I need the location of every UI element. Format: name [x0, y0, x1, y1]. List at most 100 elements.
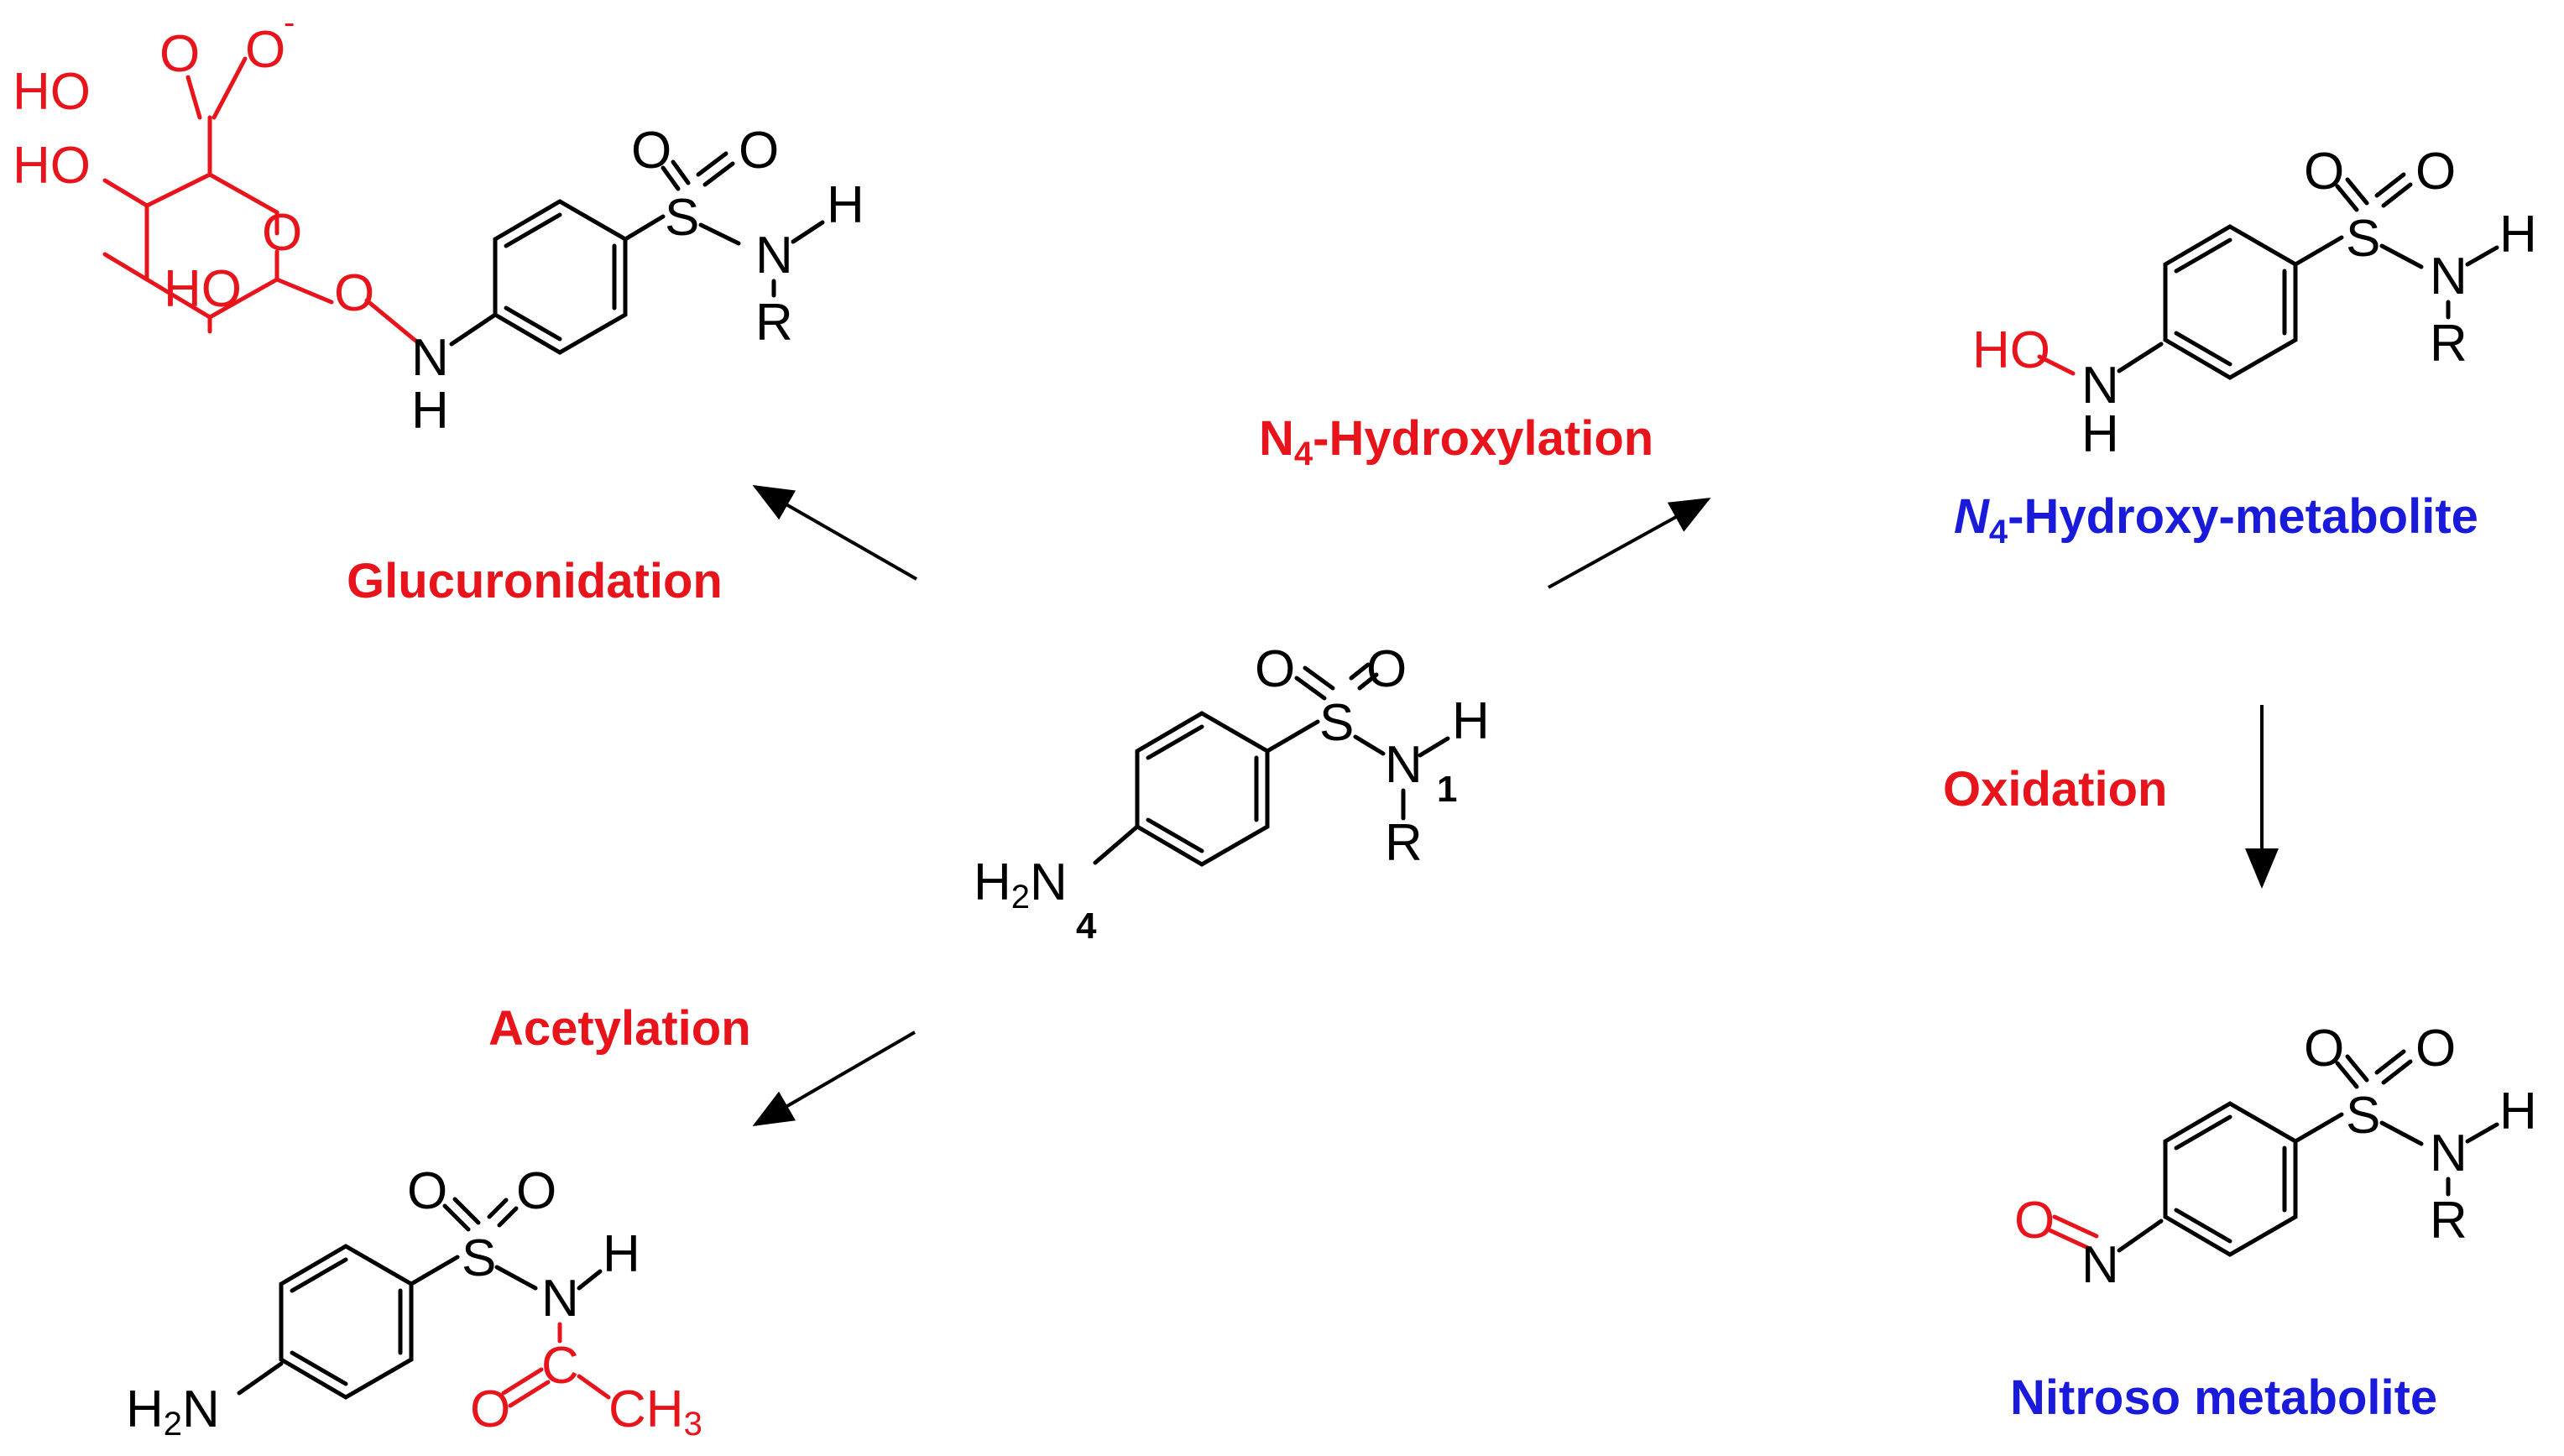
N-O-dbl-a: [2045, 1227, 2092, 1251]
oxidation-label: Oxidation: [1943, 762, 2167, 817]
hydroxyl-group: HO: [1972, 321, 2050, 379]
position-1-label: 1: [1437, 769, 1457, 810]
acetyl-carbonyl-O: O: [470, 1380, 510, 1438]
acetyl-O-atom-2: O: [516, 1162, 556, 1220]
ring-to-S-bond-hydroxy: [2293, 235, 2344, 267]
N-H-bond: [1418, 736, 1450, 758]
S-O-dbl-glu-c: [702, 161, 735, 187]
C-CH3-bond: [577, 1374, 611, 1400]
nitroso-N1-atom: N: [2430, 1125, 2467, 1182]
S-O-dbl-nit-b: [2345, 1054, 2369, 1083]
arrow-to-glucuronide: [752, 485, 917, 581]
S-N-bond-nitroso: [2379, 1120, 2424, 1146]
glucuronide-metabolite: O O O - HO HO HO O N H S O O N H R: [13, 4, 864, 440]
S-O-dbl-ac-c: [497, 1206, 519, 1228]
acetyl-N1-H-atom: H: [603, 1225, 640, 1283]
S-N-bond: [1353, 734, 1386, 756]
S-O-dbl-ac-a: [442, 1203, 471, 1232]
ring-to-S-bond: [1265, 719, 1320, 754]
glucuronide-S-atom: S: [665, 189, 699, 247]
parent-R-group: R: [1385, 814, 1423, 872]
glucuronic-acid-ring: [102, 115, 422, 347]
nitroso-benzene-ring: [2163, 1101, 2298, 1257]
N-ring-bond-hydroxy: [2117, 342, 2164, 373]
S-O-dbl-ac-d: [487, 1198, 509, 1219]
S-O-dbl-nit-a: [2335, 1061, 2359, 1089]
glucuronidation-label: Glucuronidation: [347, 554, 723, 608]
sugar-hydroxyl-1: HO: [13, 63, 91, 121]
acetyl-N1-atom: N: [541, 1270, 579, 1328]
C-O-dbl-acetyl-a: [501, 1367, 544, 1396]
glycosidic-O-atom: O: [334, 264, 374, 322]
S-O-dbl-glu-a: [661, 165, 681, 191]
S-O-dbl-nit-c: [2381, 1059, 2413, 1085]
glucuronide-N1-atom: N: [755, 227, 793, 284]
ring-to-S-bond-nitroso: [2293, 1112, 2344, 1144]
S-N-bond-hydroxy: [2379, 243, 2424, 269]
hydroxy-N-atom: N: [2081, 357, 2119, 415]
arrow-to-hydroxy-metabolite: [1548, 498, 1711, 589]
glucuronide-R-group: R: [755, 294, 793, 352]
O-N-bond-hydroxy: [2037, 354, 2076, 376]
nitroso-O-atom: O: [2014, 1192, 2055, 1250]
C-O-double-bond: [185, 75, 202, 120]
parent-H-atom: H: [1452, 692, 1490, 750]
acetyl-O-atom-1: O: [407, 1162, 447, 1220]
N-H-bond-acetyl: [577, 1269, 603, 1291]
glucuronide-benzene-ring: [493, 199, 628, 355]
S-O-dbl-glu-d: [696, 151, 728, 177]
acetyl-carbonyl-C: C: [541, 1337, 579, 1395]
nitroso-S-atom: S: [2346, 1087, 2380, 1145]
S-O-dbl-glu-b: [671, 159, 691, 185]
N-ring-bond-nitroso: [2117, 1219, 2164, 1253]
n4-hydroxy-metabolite-label: N4-Hydroxy-metabolite: [1954, 489, 2478, 551]
glucuronide-N-atom: N: [411, 329, 449, 387]
hydroxy-S-atom: S: [2346, 210, 2380, 268]
acetyl-benzene-ring: [279, 1244, 414, 1400]
carboxylate-charge: -: [284, 4, 295, 41]
sugar-hydroxyl-3: HO: [164, 260, 242, 318]
S-O-dbl-ac-b: [452, 1197, 481, 1225]
hydroxy-O-atom-2: O: [2415, 143, 2456, 201]
acetyl-S-atom: S: [462, 1229, 496, 1287]
hydroxy-NH-H-atom: H: [2081, 405, 2119, 463]
parent-S-atom: S: [1319, 694, 1354, 752]
ring-to-S-bond-glu: [623, 214, 666, 242]
S-O-dbl-hyd-c: [2381, 182, 2413, 208]
hydroxy-benzene-ring: [2163, 224, 2298, 380]
acetylation-label: Acetylation: [488, 1001, 751, 1056]
S-O-dbl-hyd-b: [2345, 177, 2369, 206]
arrow-to-acetyl-metabolite: [752, 1031, 916, 1127]
acetyl-metabolite: H2N S O O N H C O CH3: [126, 1162, 702, 1443]
nitroso-R-group: R: [2430, 1192, 2467, 1250]
nitroso-metabolite: O N S O O N H R: [2014, 1020, 2537, 1294]
hydroxy-N1-atom: N: [2430, 248, 2467, 305]
S-O-double-bond-d: [1349, 662, 1371, 681]
N-H-bond-glu: [791, 220, 825, 244]
N-ring-bond-acetyl: [237, 1361, 284, 1396]
S-O-double-bond-b: [1303, 665, 1335, 691]
nitroso-N1-H-atom: H: [2499, 1083, 2537, 1140]
hydroxy-O-atom-1: O: [2304, 143, 2344, 201]
hydroxy-R-group: R: [2430, 315, 2467, 373]
S-N-bond-acetyl: [494, 1265, 538, 1291]
glucuronide-NH-H-atom: H: [411, 382, 449, 440]
S-N-bond-glu: [698, 222, 741, 246]
glucuronide-N1-H-atom: H: [827, 176, 864, 234]
sugar-hydroxyl-2: HO: [13, 137, 91, 195]
parent-sulfonamide: S O O N 1 H R H2N 4: [974, 640, 1490, 947]
S-O-dbl-hyd-a: [2335, 184, 2359, 212]
C-O-dbl-acetyl-b: [508, 1380, 551, 1408]
nitroso-O-atom-2: O: [2415, 1020, 2456, 1078]
acetyl-amine-group: H2N: [126, 1380, 220, 1443]
S-O-dbl-hyd-d: [2374, 172, 2406, 198]
ring-to-S-bond-acetyl: [409, 1255, 460, 1286]
S-O-double-bond-a: [1294, 676, 1327, 701]
nitroso-O-atom-1: O: [2304, 1020, 2344, 1078]
N-ring-bond: [449, 312, 498, 347]
parent-N1-atom: N: [1385, 736, 1423, 794]
glucuronide-O-atom-2: O: [739, 122, 779, 180]
N-H-bond-nitroso: [2465, 1122, 2499, 1144]
hydroxy-N1-H-atom: H: [2499, 206, 2537, 264]
N-H-bond-hydroxy: [2465, 245, 2499, 267]
